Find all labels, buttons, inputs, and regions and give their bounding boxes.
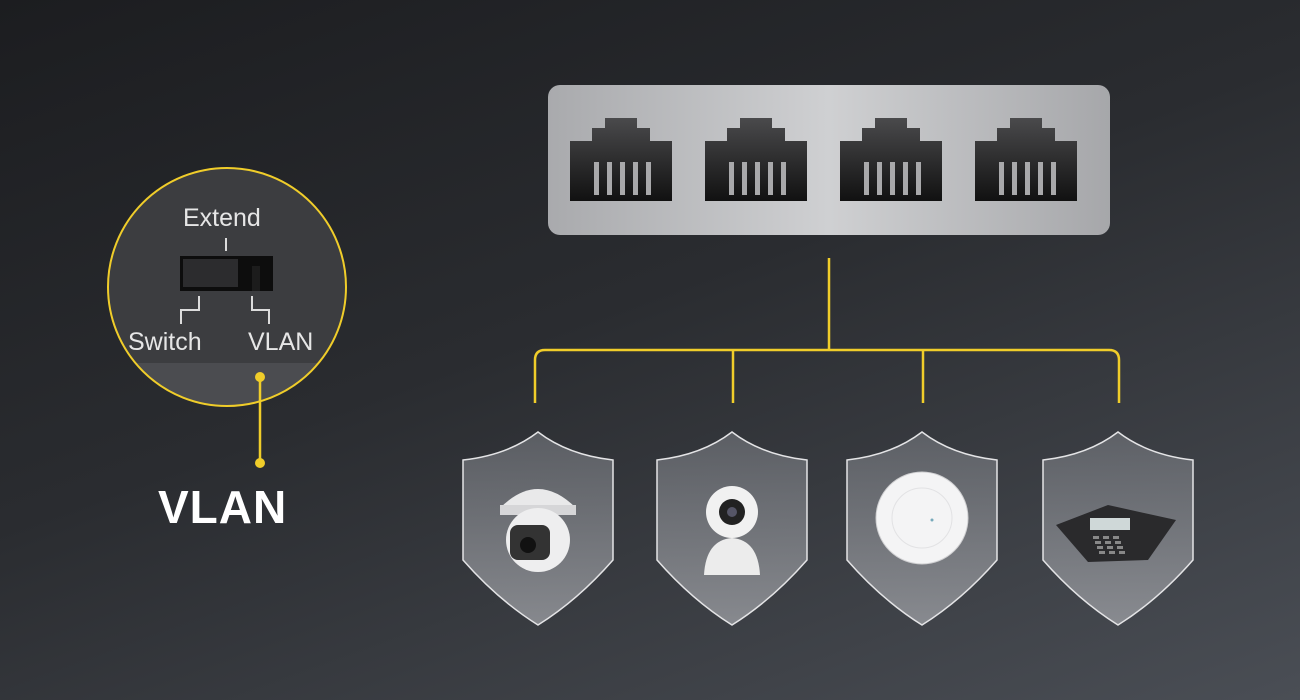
switch-label: Switch [128, 328, 202, 356]
vlan-position-label: VLAN [248, 328, 314, 356]
device-shield [462, 431, 614, 626]
switch-port-panel [548, 85, 1110, 235]
extend-label: Extend [183, 204, 261, 232]
indoor-camera-icon [704, 486, 760, 575]
ethernet-port-icon [570, 118, 672, 201]
device-shield [846, 431, 998, 626]
ethernet-port-icon [975, 118, 1077, 201]
conference-phone-icon [1056, 505, 1176, 562]
ethernet-port-icon [705, 118, 807, 201]
connection-lines [533, 258, 1121, 403]
device-shield [656, 431, 808, 626]
ethernet-port-icon [840, 118, 942, 201]
vlan-title: VLAN [158, 481, 288, 533]
device-shield [1042, 431, 1194, 626]
dome-camera-icon [500, 489, 576, 572]
toggle-knob [183, 259, 238, 287]
access-point-icon [875, 471, 969, 565]
